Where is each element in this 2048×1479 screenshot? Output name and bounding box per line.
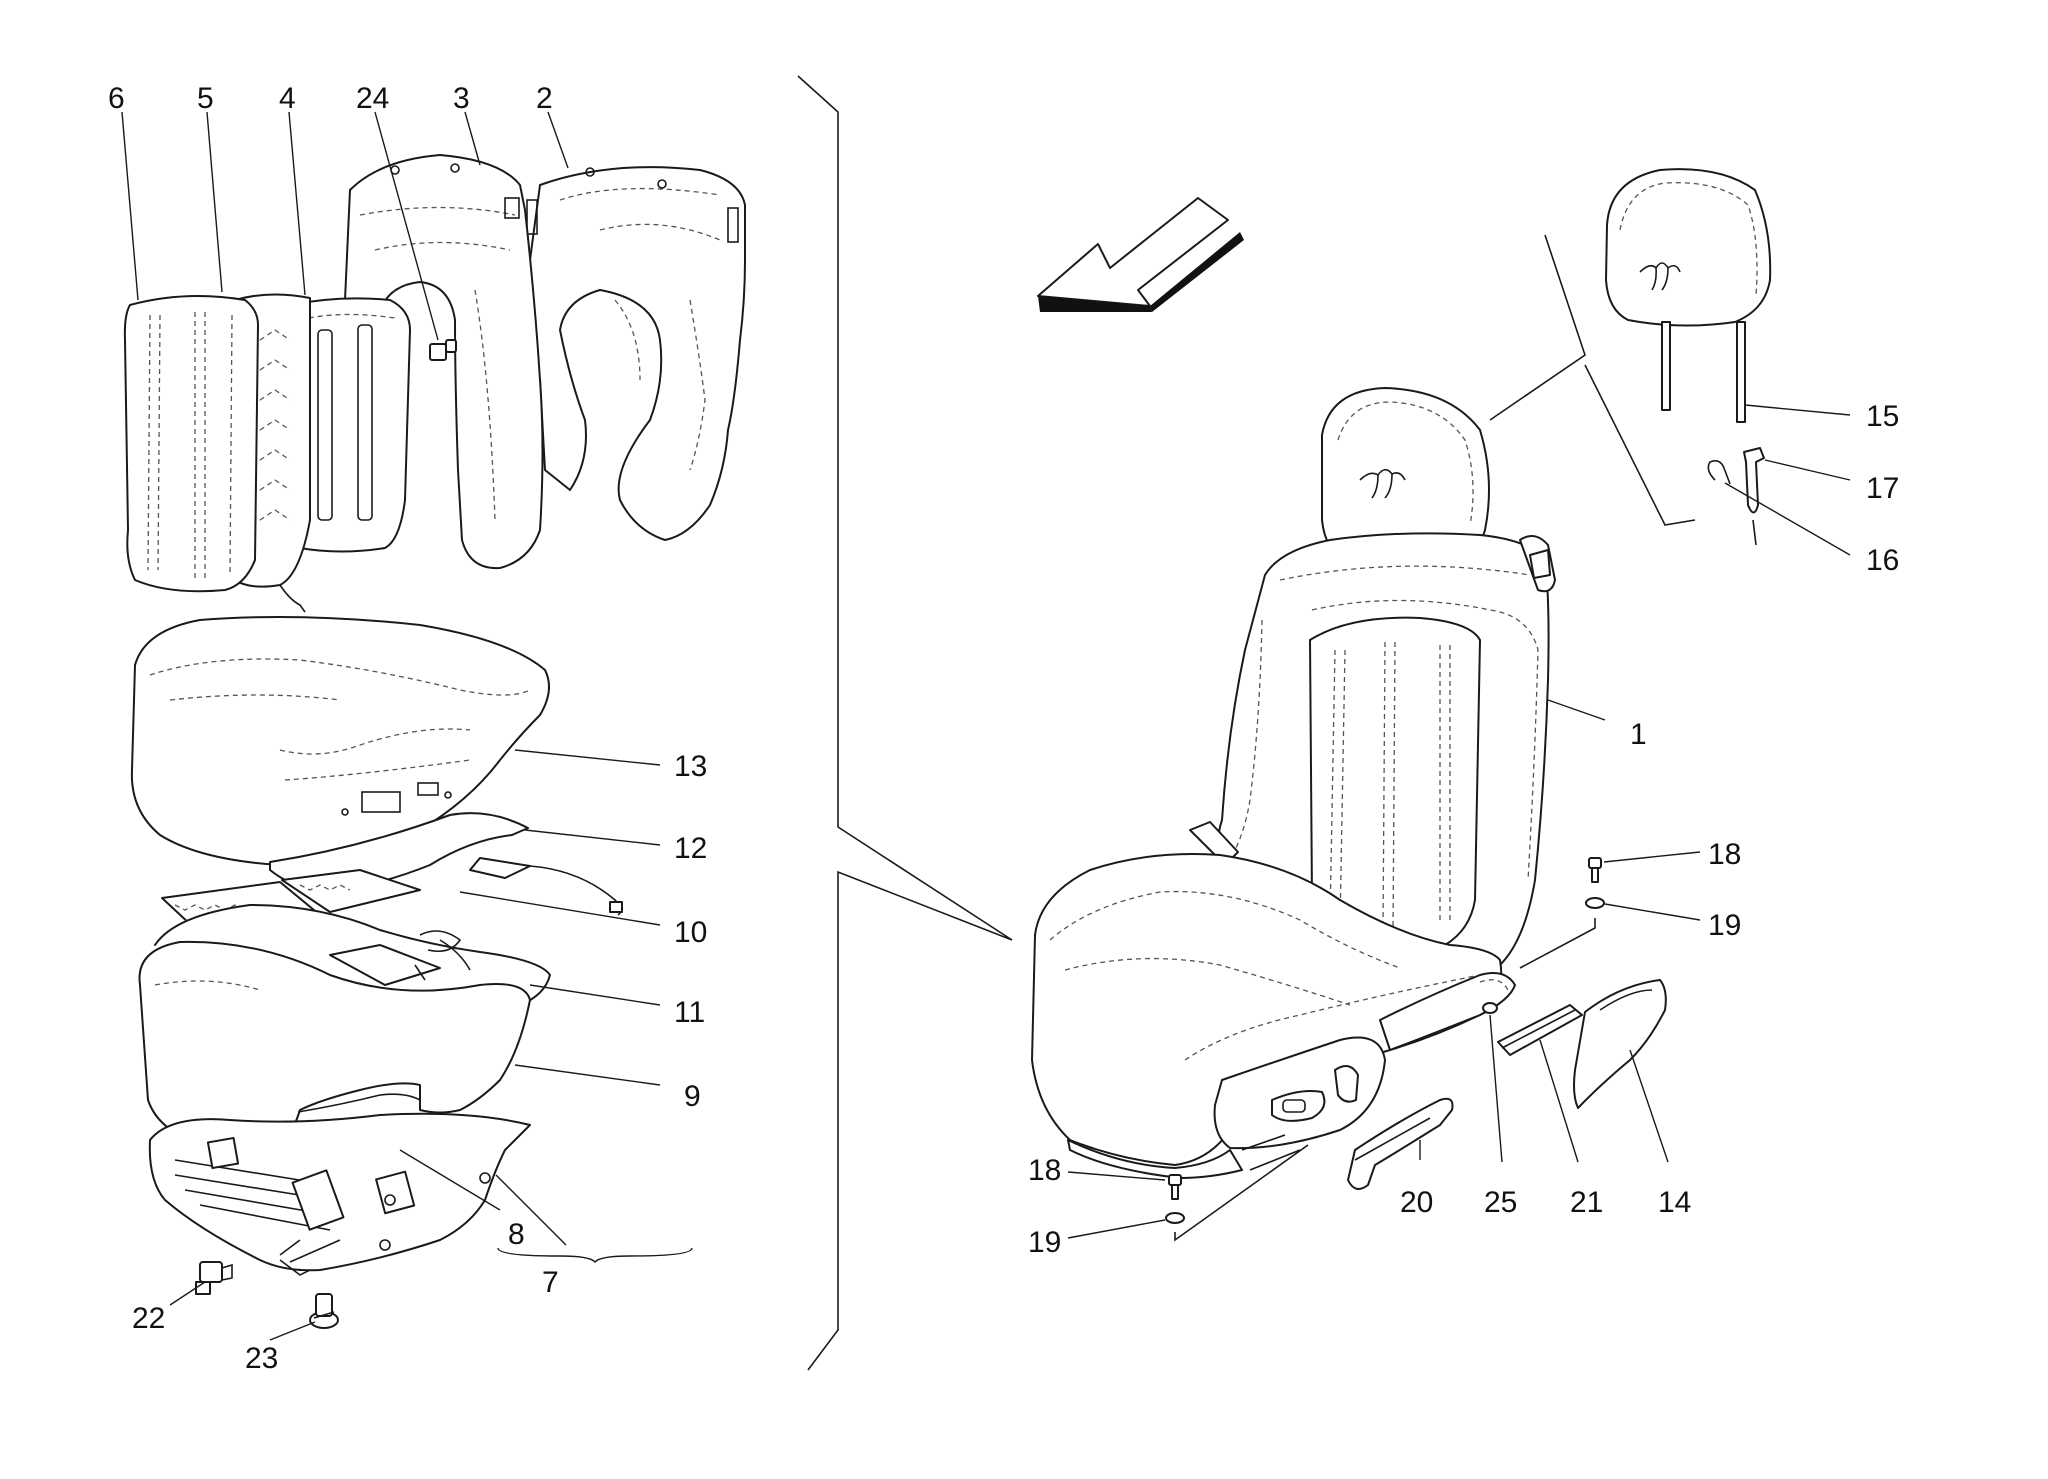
callout-4: 4 [279, 82, 296, 115]
part-16-spring-clip [1707, 460, 1731, 485]
part-24-clip [429, 339, 457, 361]
callout-3: 3 [453, 82, 470, 115]
callout-2: 2 [536, 82, 553, 115]
direction-arrow [1037, 197, 1244, 312]
part-17-headrest-guide [1743, 447, 1765, 546]
callout-24: 24 [356, 82, 389, 115]
callout-17: 17 [1866, 472, 1899, 505]
callout-15: 15 [1866, 400, 1899, 433]
callout-18-left: 18 [1028, 1154, 1061, 1187]
part-6-back-upholstery [123, 295, 259, 593]
leader-lines [121, 111, 1851, 1341]
callout-19-right: 19 [1708, 909, 1741, 942]
callout-5: 5 [197, 82, 214, 115]
callout-10: 10 [674, 916, 707, 949]
callout-12: 12 [674, 832, 707, 865]
callout-7: 7 [542, 1266, 559, 1299]
callouts: 6 5 4 24 3 2 13 12 10 11 9 8 7 22 23 15 … [108, 82, 1899, 1375]
callout-23: 23 [245, 1342, 278, 1375]
part-13-seat-cushion [130, 615, 550, 866]
callout-6: 6 [108, 82, 125, 115]
callout-11: 11 [674, 996, 705, 1029]
callout-9: 9 [684, 1080, 701, 1113]
part-18-bolt-right [1588, 857, 1602, 883]
callout-22: 22 [132, 1302, 165, 1335]
part-21-trim-strip [1497, 1004, 1583, 1056]
part-3-back-frame [344, 154, 544, 570]
part-7-seat-frame [148, 1112, 531, 1276]
callout-13: 13 [674, 750, 707, 783]
seat-back [1189, 532, 1556, 975]
seat-cushion-assembled [1031, 853, 1516, 1179]
callout-8: 8 [508, 1218, 525, 1251]
part-23-plug [309, 1293, 339, 1329]
part-14-outer-cover [1573, 979, 1667, 1109]
part-20-rail-cover [1347, 1097, 1454, 1190]
part-19-washer-left [1165, 1144, 1309, 1242]
callout-25: 25 [1484, 1186, 1517, 1219]
section-divider [797, 75, 1013, 1371]
part-4-back-foam-pad [284, 297, 411, 553]
callout-14: 14 [1658, 1186, 1691, 1219]
callout-19-left: 19 [1028, 1226, 1061, 1259]
part-25-nut [1482, 1002, 1498, 1014]
callout-16: 16 [1866, 544, 1899, 577]
callout-21: 21 [1570, 1186, 1603, 1219]
callout-20: 20 [1400, 1186, 1433, 1219]
headrest-detail-divider [1489, 234, 1586, 421]
part-18-bolt-left [1168, 1174, 1182, 1200]
part-22-connector [195, 1261, 233, 1295]
part-19-washer-right [1519, 897, 1605, 969]
part-15-headrest [1605, 168, 1772, 423]
headrest-detail-divider-2 [1584, 364, 1696, 526]
callout-1: 1 [1630, 718, 1647, 751]
callout-18-right: 18 [1708, 838, 1741, 871]
part-2-rear-back-cover [525, 166, 746, 541]
